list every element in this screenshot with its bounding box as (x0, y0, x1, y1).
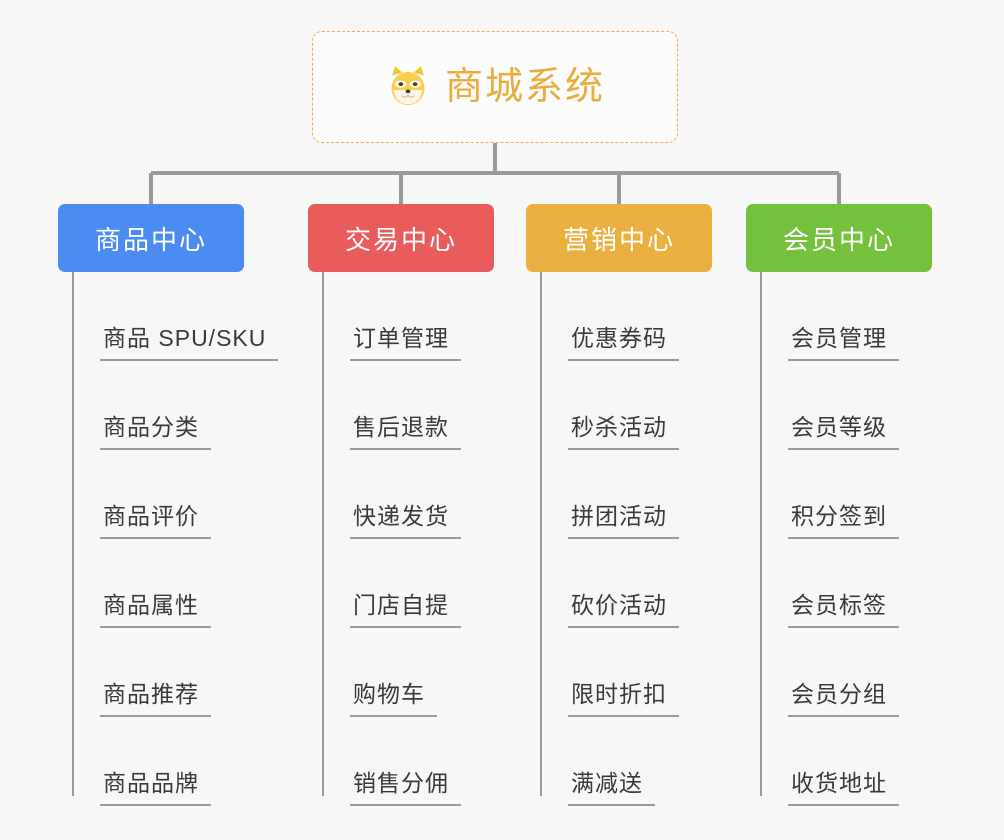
list-item[interactable]: 会员等级 (760, 361, 899, 450)
list-item[interactable]: 收货地址 (760, 717, 899, 806)
branch-header-member[interactable]: 会员中心 (746, 204, 932, 272)
leaf-label: 订单管理 (350, 327, 461, 361)
branch-header-label: 营销中心 (562, 224, 675, 255)
list-item[interactable]: 商品 SPU/SKU (72, 272, 279, 361)
leaf-label: 会员标签 (788, 594, 899, 628)
branch-items-trade: 订单管理 售后退款 快递发货 门店自提 购物车 销售分佣 (322, 272, 461, 806)
leaf-label: 快递发货 (350, 505, 461, 539)
list-item[interactable]: 拼团活动 (540, 450, 679, 539)
list-item[interactable]: 满减送 (540, 717, 679, 806)
list-item[interactable]: 快递发货 (322, 450, 461, 539)
root-node[interactable]: 商城系统 (312, 31, 678, 143)
list-item[interactable]: 秒杀活动 (540, 361, 679, 450)
branch-header-label: 会员中心 (782, 224, 895, 255)
list-item[interactable]: 门店自提 (322, 539, 461, 628)
leaf-label: 商品推荐 (100, 683, 211, 717)
list-item[interactable]: 限时折扣 (540, 628, 679, 717)
list-item[interactable]: 商品属性 (72, 539, 278, 628)
branch-header-trade[interactable]: 交易中心 (308, 204, 494, 272)
list-item[interactable]: 售后退款 (322, 361, 461, 450)
branch-header-label: 交易中心 (344, 224, 457, 255)
list-item[interactable]: 优惠券码 (540, 272, 679, 361)
leaf-label: 销售分佣 (350, 772, 461, 806)
leaf-label: 限时折扣 (568, 683, 679, 717)
leaf-label: 商品评价 (100, 505, 211, 539)
leaf-label: 积分签到 (788, 505, 899, 539)
leaf-label: 商品分类 (100, 416, 211, 450)
branch-header-label: 商品中心 (94, 224, 207, 255)
list-item[interactable]: 会员分组 (760, 628, 899, 717)
leaf-label: 门店自提 (350, 594, 461, 628)
list-item[interactable]: 商品分类 (72, 361, 278, 450)
leaf-label: 售后退款 (350, 416, 461, 450)
list-item[interactable]: 积分签到 (760, 450, 899, 539)
leaf-label: 会员管理 (788, 327, 899, 361)
leaf-label: 秒杀活动 (568, 416, 679, 450)
list-item[interactable]: 销售分佣 (322, 717, 461, 806)
leaf-label: 优惠券码 (568, 327, 679, 361)
branch-items-member: 会员管理 会员等级 积分签到 会员标签 会员分组 收货地址 (760, 272, 899, 806)
list-item[interactable]: 购物车 (322, 628, 461, 717)
list-item[interactable]: 订单管理 (322, 272, 461, 361)
branch-header-marketing[interactable]: 营销中心 (526, 204, 712, 272)
list-item[interactable]: 商品品牌 (72, 717, 278, 806)
root-title: 商城系统 (444, 66, 605, 108)
leaf-label: 满减送 (568, 772, 655, 806)
leaf-label: 商品品牌 (100, 772, 211, 806)
leaf-label: 会员等级 (788, 416, 899, 450)
list-item[interactable]: 商品评价 (72, 450, 278, 539)
leaf-label: 商品属性 (100, 594, 211, 628)
leaf-label: 收货地址 (788, 772, 899, 806)
shiba-dog-icon (391, 66, 425, 105)
list-item[interactable]: 砍价活动 (540, 539, 679, 628)
leaf-label: 砍价活动 (568, 594, 679, 628)
branch-items-marketing: 优惠券码 秒杀活动 拼团活动 砍价活动 限时折扣 满减送 (540, 272, 679, 806)
list-item[interactable]: 会员标签 (760, 539, 899, 628)
branch-header-product[interactable]: 商品中心 (58, 204, 244, 272)
leaf-label: 会员分组 (788, 683, 899, 717)
leaf-label: 商品 SPU/SKU (100, 327, 279, 361)
leaf-label: 拼团活动 (568, 505, 679, 539)
list-item[interactable]: 商品推荐 (72, 628, 278, 717)
leaf-label: 购物车 (350, 683, 437, 717)
list-item[interactable]: 会员管理 (760, 272, 899, 361)
branch-items-product: 商品 SPU/SKU 商品分类 商品评价 商品属性 商品推荐 商品品牌 (72, 272, 279, 806)
